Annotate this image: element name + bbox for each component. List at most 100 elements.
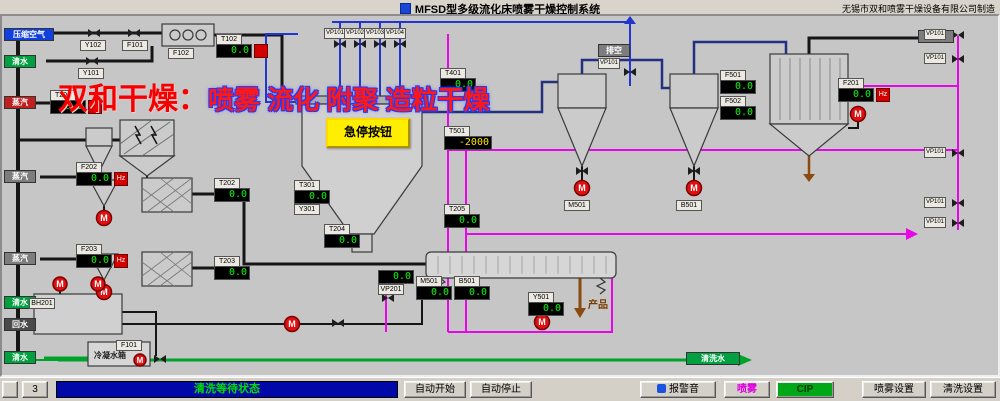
stream-label-vent: 排空 [598, 44, 630, 57]
pipes-blue [265, 21, 631, 103]
page-title: MFSD型多级流化床喷雾干燥控制系统 [414, 4, 601, 16]
drying-chamber-lid [295, 95, 429, 105]
stream-label-return-water: 回水 [4, 318, 36, 331]
flow-arrow-icon [906, 228, 918, 240]
valve-icon[interactable] [374, 40, 386, 48]
hz-unit-badge: Hz [114, 254, 128, 268]
valve-icon[interactable] [394, 40, 406, 48]
svg-text:M: M [56, 279, 64, 289]
value-display: 0.0 [214, 188, 250, 202]
tag-plate: VP101 [924, 29, 947, 40]
tag-plate: VP103 [364, 28, 387, 39]
emergency-stop-button[interactable]: 急停按钮 [326, 118, 410, 148]
value-display: 0.0 [294, 190, 330, 204]
clean-settings-button[interactable]: 清洗设置 [930, 381, 996, 398]
svg-text:M: M [137, 356, 144, 365]
tag-plate: VP101 [924, 53, 947, 64]
pump-motor[interactable]: M [133, 353, 147, 367]
valve-icon[interactable] [382, 294, 394, 302]
value-display: 0.0 [454, 286, 490, 300]
status-text: 清洗等待状态 [194, 383, 260, 395]
valve-icons [86, 29, 964, 363]
pump-motor[interactable]: M [573, 179, 591, 197]
valve-icon[interactable] [688, 167, 700, 175]
page-number-button[interactable]: 3 [22, 381, 48, 398]
heater-element-icon [134, 125, 158, 145]
value-display: 0.0 [720, 106, 756, 120]
valve-icon[interactable] [624, 68, 636, 76]
value-display: 0.0 [720, 80, 756, 94]
pipes-duct [422, 40, 788, 114]
stream-label-clean-water: 清水 [4, 55, 36, 68]
pumps: M M M M M M M M M M [52, 105, 867, 367]
valve-icon[interactable] [354, 40, 366, 48]
auto-start-button[interactable]: 自动开始 [404, 381, 466, 398]
flow-arrow-icon [738, 354, 752, 366]
status-display: 清洗等待状态 [56, 381, 398, 398]
condensate-tank-label: 冷凝水箱 [94, 351, 126, 360]
stream-label-steam: 蒸汽 [4, 170, 36, 183]
manufacturer-text: 无锡市双和喷雾干燥设备有限公司制造 [841, 4, 995, 14]
value-display: -2000 [444, 136, 492, 150]
value-display: 0.0 [324, 234, 360, 248]
valve-icon[interactable] [576, 167, 588, 175]
svg-text:M: M [578, 183, 586, 193]
value-display: 0.0 [50, 100, 86, 114]
tag-plate: F101 [116, 340, 142, 351]
valve-icon[interactable] [952, 219, 964, 227]
alarm-mute-button[interactable]: 报警音 [640, 381, 716, 398]
stream-label-clean-water: 清水 [4, 351, 36, 364]
spray-settings-button[interactable]: 喷雾设置 [862, 381, 926, 398]
tag-plate: B501 [676, 200, 702, 211]
valve-icon[interactable] [88, 29, 100, 37]
auto-stop-button[interactable]: 自动停止 [470, 381, 532, 398]
pump-motor[interactable]: M [685, 179, 703, 197]
valve-icon[interactable] [128, 29, 140, 37]
pipes-product [578, 156, 811, 308]
stream-label-compressed-air: 压缩空气 [4, 28, 54, 41]
valve-icon[interactable] [952, 31, 964, 39]
tag-plate: VP101 [598, 58, 621, 69]
agitator-motor[interactable]: M [52, 276, 68, 292]
spray-button[interactable]: 喷雾 [724, 381, 770, 398]
app-icon [399, 3, 411, 14]
tag-plate: VP201 [378, 284, 404, 295]
system-button[interactable] [2, 381, 18, 398]
valve-icon[interactable] [86, 57, 98, 65]
tag-plate: VP101 [924, 147, 947, 158]
hz-unit-badge: Hz [876, 88, 890, 102]
pump-motor[interactable]: M [533, 313, 551, 331]
stream-label-steam: 蒸汽 [4, 96, 36, 109]
tag-plate: VP102 [344, 28, 367, 39]
svg-text:M: M [538, 317, 546, 327]
page-title-wrap: MFSD型多级流化床喷雾干燥控制系统 [0, 1, 1000, 17]
pump-motor[interactable]: M [283, 315, 301, 333]
vent-arrow-icon [624, 16, 636, 24]
pump-motor[interactable]: M [849, 105, 867, 123]
valve-icon[interactable] [952, 199, 964, 207]
tag-plate: F101 [122, 40, 148, 51]
tag-plate: VP101 [924, 197, 947, 208]
svg-text:M: M [690, 183, 698, 193]
stream-label-steam: 蒸汽 [4, 252, 36, 265]
hz-unit-badge: Hz [114, 172, 128, 186]
valve-icon[interactable] [952, 149, 964, 157]
flow-arrows [574, 16, 918, 366]
valve-icon[interactable] [334, 40, 346, 48]
value-display: 0.0 [214, 266, 250, 280]
valve-icon[interactable] [952, 55, 964, 63]
valve-icon[interactable] [154, 355, 166, 363]
baghouse [769, 53, 849, 125]
value-display: 0.0 [216, 44, 252, 58]
tag-plate: Y301 [294, 204, 320, 215]
alarm-mute-label: 报警音 [669, 383, 699, 395]
pump-motor[interactable]: M [95, 209, 113, 227]
tag-plate: VP101 [324, 28, 347, 39]
product-label: 产品 [588, 300, 608, 311]
agitator-motor[interactable]: M [90, 276, 106, 292]
valve-icon[interactable] [332, 319, 344, 327]
pipes-magenta [385, 34, 959, 333]
title-bar: MFSD型多级流化床喷雾干燥控制系统 无锡市双和喷雾干燥设备有限公司制造 [0, 0, 1000, 17]
process-diagram: M M M M M M M M M M 压缩空气 清水 蒸汽 蒸汽 蒸汽 清水 … [0, 14, 1000, 377]
cip-button[interactable]: CIP [776, 381, 834, 398]
